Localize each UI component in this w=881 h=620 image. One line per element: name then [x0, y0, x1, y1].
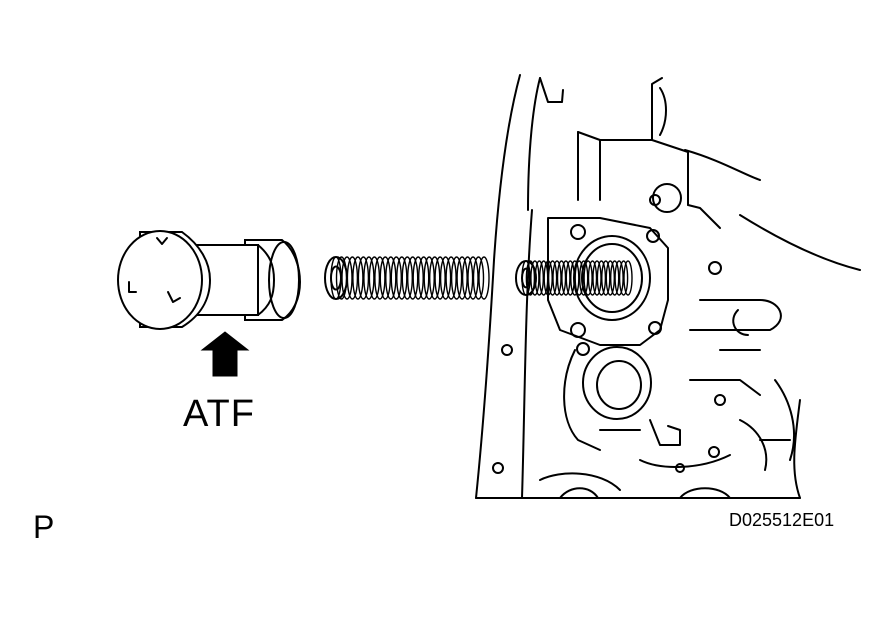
spring-inner — [515, 260, 633, 296]
spring-coil — [587, 260, 598, 296]
spring-coil — [450, 256, 463, 300]
spring-coil — [547, 260, 558, 296]
atf-arrow — [200, 331, 250, 377]
spring-coil — [605, 260, 615, 296]
spring-coil — [592, 260, 602, 296]
spring-coil — [461, 256, 474, 300]
spring-coil — [352, 256, 364, 300]
atf-label: ATF — [183, 393, 255, 435]
spring-coil — [385, 256, 397, 300]
spring-coil — [539, 260, 549, 296]
spring-coil — [543, 260, 553, 296]
spring-coil — [525, 260, 536, 296]
spring-coil — [363, 256, 375, 300]
spring-coil — [401, 256, 413, 300]
spring-coil — [439, 256, 452, 300]
spring-coil — [623, 260, 633, 296]
spring-coil — [357, 256, 370, 300]
piston — [117, 230, 302, 330]
spring-coil — [390, 256, 402, 300]
spring-coil — [429, 256, 441, 300]
spring-coil — [618, 260, 629, 296]
spring-coil — [472, 256, 485, 300]
spring-coil — [570, 260, 580, 296]
spring-coil — [423, 256, 435, 300]
spring-coil — [556, 260, 567, 296]
spring-coil — [574, 260, 584, 296]
spring-coil — [368, 256, 381, 300]
spring-coil — [601, 260, 611, 296]
spring-coil — [552, 260, 562, 296]
spring-coil — [407, 256, 419, 300]
spring-coil — [478, 256, 490, 300]
spring-coil — [579, 260, 589, 296]
spring-coil — [561, 260, 571, 296]
spring-end — [324, 256, 348, 300]
spring-coil — [610, 260, 620, 296]
spring-coil — [434, 256, 446, 300]
spring-end — [330, 265, 342, 291]
spring-coil — [374, 256, 386, 300]
figure-code: D025512E01 — [729, 510, 835, 530]
spring-coil — [565, 260, 575, 296]
spring-coil — [583, 260, 593, 296]
spring-outer — [324, 256, 490, 300]
spring-coil — [445, 256, 457, 300]
spring-coil — [456, 256, 468, 300]
spring-end — [521, 267, 531, 289]
spring-coil — [396, 256, 408, 300]
view-mark: P — [33, 509, 55, 545]
spring-coil — [412, 256, 424, 300]
spring-coil — [467, 256, 479, 300]
spring-coil — [614, 260, 624, 296]
spring-coil — [596, 260, 607, 296]
spring-coil — [418, 256, 430, 300]
valve-body-housing — [475, 74, 861, 499]
spring-end — [515, 260, 537, 296]
spring-coil — [379, 256, 391, 300]
